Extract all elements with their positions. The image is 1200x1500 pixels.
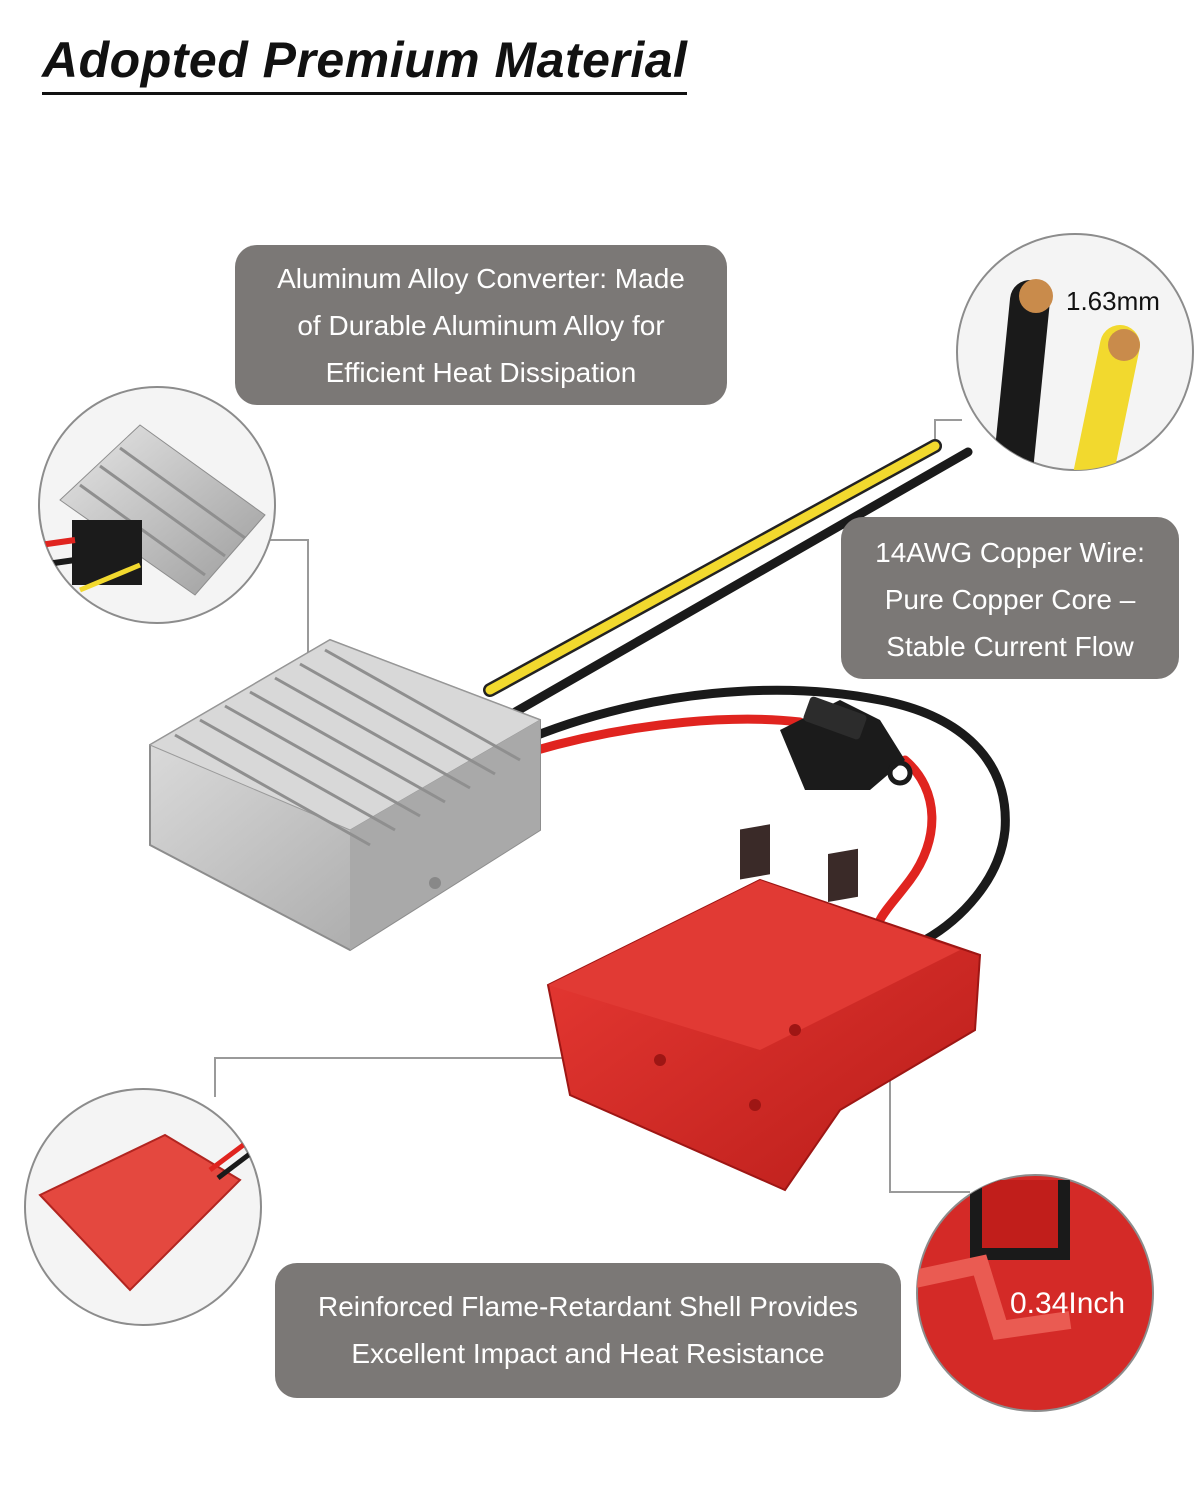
converter-callout-line: Efficient Heat Dissipation — [325, 357, 637, 388]
wire-diameter-label: 1.63mm — [1066, 286, 1160, 316]
converter-callout-line: of Durable Aluminum Alloy for — [297, 310, 665, 341]
shell-zoom-icon — [38, 1133, 257, 1292]
shell-callout-line: Reinforced Flame-Retardant Shell Provide… — [317, 1291, 859, 1322]
wire-zoom-circle — [956, 233, 1194, 471]
shell-leader — [214, 1057, 625, 1097]
wire-callout-line: 14AWG Copper Wire: — [875, 537, 1145, 568]
shell-thickness-label: 0.34Inch — [1010, 1287, 1126, 1320]
fuse-holder-icon — [780, 696, 913, 790]
leader-lines — [214, 419, 970, 1193]
converter-body — [148, 638, 542, 952]
input-wires — [525, 685, 1010, 945]
output-wires — [483, 439, 973, 720]
battery-adapter — [546, 824, 982, 1192]
thickness-leader — [889, 1030, 970, 1193]
wire-callout-line: Stable Current Flow — [886, 631, 1134, 662]
converter-callout: Aluminum Alloy Converter: Made of Durabl… — [235, 245, 727, 405]
wire-zoom-icon — [992, 279, 1140, 470]
page-title: Adopted Premium Material — [42, 30, 688, 95]
converter-zoom-icon — [39, 424, 266, 596]
shell-callout-line: Excellent Impact and Heat Resistance — [351, 1338, 825, 1369]
wire-callout: 14AWG Copper Wire: Pure Copper Core – St… — [841, 517, 1179, 679]
shell-callout: Reinforced Flame-Retardant Shell Provide… — [275, 1263, 901, 1398]
wire-leader — [934, 419, 962, 446]
converter-callout-line: Aluminum Alloy Converter: Made — [277, 263, 685, 294]
thickness-zoom-icon — [917, 1180, 1072, 1340]
wire-callout-line: Pure Copper Core – — [884, 584, 1136, 615]
